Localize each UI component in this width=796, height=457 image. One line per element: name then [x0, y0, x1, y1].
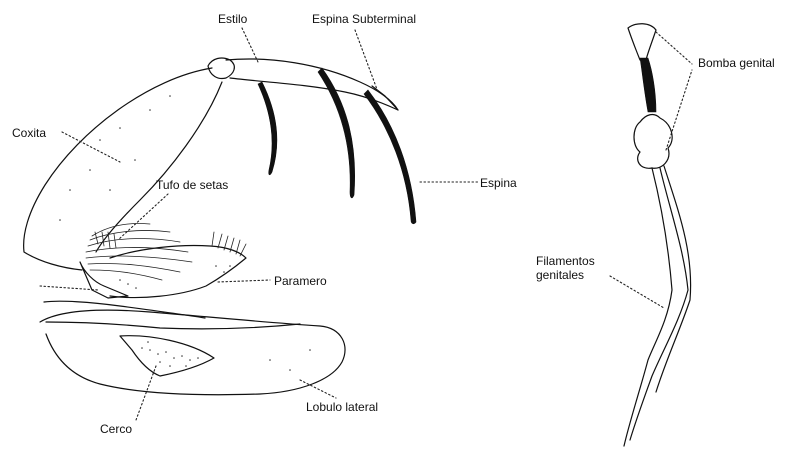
bomba-body — [634, 115, 672, 169]
lobulo-lateral-top — [44, 301, 205, 318]
bomba-stalk — [640, 58, 656, 112]
leader-bomba-1 — [656, 32, 692, 64]
leader-bomba-2 — [666, 70, 692, 150]
leader-espina-subterminal — [355, 30, 378, 92]
leader-paramero-left — [40, 286, 98, 290]
label-filamentos-genitales: Filamentos genitales — [536, 254, 626, 282]
label-bomba-genital: Bomba genital — [698, 56, 775, 70]
leader-lobulo — [300, 380, 336, 398]
leader-cerco — [136, 366, 156, 420]
leader-paramero — [218, 280, 270, 282]
tuft-base — [80, 262, 128, 298]
lobulo-lateral-inner — [46, 322, 300, 329]
label-tufo-de-setas: Tufo de setas — [156, 178, 228, 192]
setae-tuft — [86, 224, 192, 281]
label-coxita: Coxita — [12, 126, 46, 140]
filament-1 — [624, 168, 672, 446]
bomba-top — [628, 24, 656, 60]
label-paramero: Paramero — [274, 274, 327, 288]
spine-1 — [258, 82, 277, 175]
spine-2 — [318, 68, 355, 198]
leader-tufo — [118, 194, 168, 240]
spine-3 — [364, 90, 416, 224]
filament-3 — [656, 166, 691, 392]
cerco-outline — [120, 336, 214, 376]
paramero-fringe — [212, 232, 246, 256]
leader-coxita — [62, 132, 120, 162]
filament-2 — [630, 168, 688, 440]
label-cerco: Cerco — [100, 422, 132, 436]
label-lobulo-lateral: Lobulo lateral — [306, 400, 378, 414]
label-espina: Espina — [480, 176, 517, 190]
label-estilo: Estilo — [218, 12, 247, 26]
label-espina-subterminal: Espina Subterminal — [312, 12, 416, 26]
leader-estilo — [242, 28, 258, 62]
